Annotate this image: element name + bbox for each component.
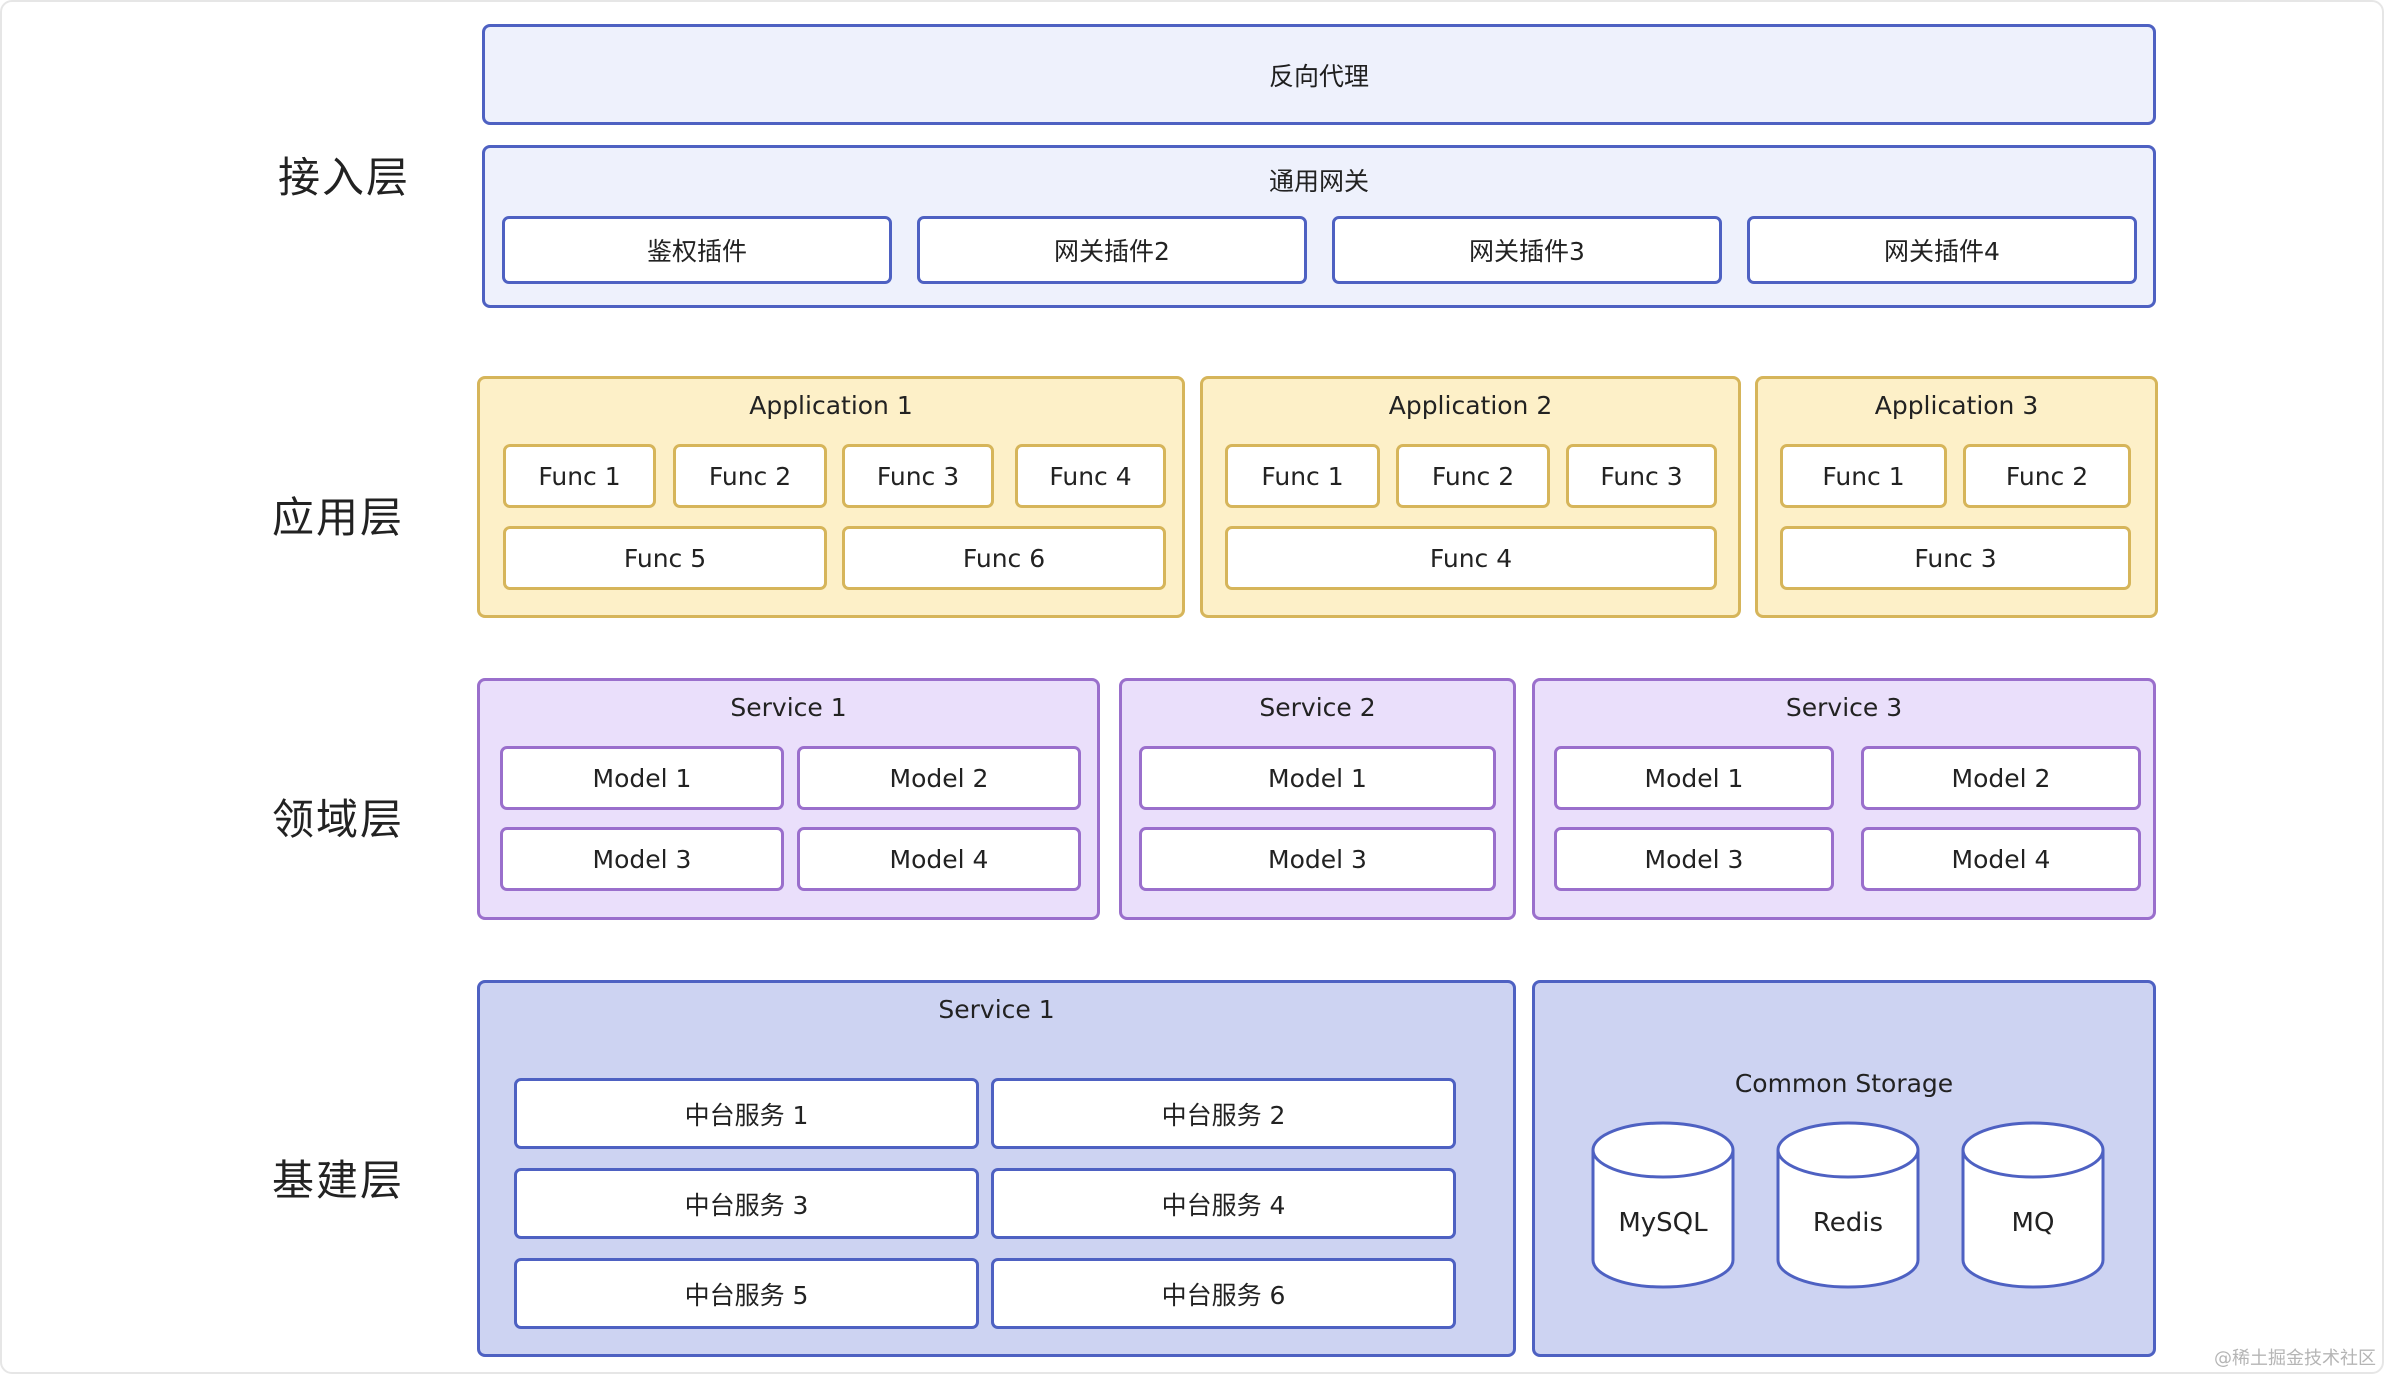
middle-platform-service: 中台服务 3: [514, 1168, 979, 1239]
model-box: Model 2: [1861, 746, 2141, 810]
storage-label: MySQL: [1618, 1208, 1708, 1238]
layer-label-domain: 领域层: [272, 795, 405, 844]
application-title: Application 1: [749, 391, 913, 420]
func-box: Func 1: [1780, 444, 1947, 508]
gateway-plugin: 鉴权插件: [502, 216, 892, 284]
func-box: Func 1: [503, 444, 656, 508]
common-storage-title: Common Storage: [1734, 1069, 1954, 1098]
layer-label-application: 应用层: [272, 493, 405, 542]
infra-service-title: Service 1: [938, 995, 1055, 1024]
database-icon: [1961, 1121, 2105, 1289]
model-box: Model 3: [1554, 827, 1834, 891]
func-box: Func 3: [1566, 444, 1717, 508]
gateway-plugin: 网关插件4: [1747, 216, 2137, 284]
func-box: Func 2: [673, 444, 827, 508]
layer-label-infra: 基建层: [272, 1156, 405, 1205]
middle-platform-service: 中台服务 2: [991, 1078, 1456, 1149]
func-box: Func 2: [1963, 444, 2131, 508]
model-box: Model 4: [797, 827, 1081, 891]
database-icon: [1776, 1121, 1920, 1289]
middle-platform-service: 中台服务 6: [991, 1258, 1456, 1329]
database-icon: [1591, 1121, 1735, 1289]
func-box: Func 4: [1015, 444, 1166, 508]
storage-label: MQ: [2011, 1208, 2055, 1238]
gateway-title: 通用网关: [1268, 167, 1369, 196]
layer-label-access: 接入层: [278, 153, 411, 202]
model-box: Model 3: [1139, 827, 1496, 891]
storage-label: Redis: [1812, 1208, 1884, 1238]
application-title: Application 2: [1388, 391, 1553, 420]
middle-platform-service: 中台服务 1: [514, 1078, 979, 1149]
watermark: @稀土掘金技术社区: [2214, 1348, 2376, 1369]
func-box: Func 6: [842, 526, 1166, 590]
func-box: Func 2: [1396, 444, 1550, 508]
func-box: Func 3: [1780, 526, 2131, 590]
model-box: Model 3: [500, 827, 784, 891]
reverse-proxy: 反向代理: [482, 24, 2156, 125]
gateway-plugin: 网关插件3: [1332, 216, 1722, 284]
middle-platform-service: 中台服务 4: [991, 1168, 1456, 1239]
service-title: Service 3: [1785, 693, 1903, 722]
database-cylinder-mysql: MySQL: [1590, 1120, 1736, 1290]
model-box: Model 4: [1861, 827, 2141, 891]
application-title: Application 3: [1874, 391, 2039, 420]
model-box: Model 2: [797, 746, 1081, 810]
middle-platform-service: 中台服务 5: [514, 1258, 979, 1329]
model-box: Model 1: [500, 746, 784, 810]
service-title: Service 1: [730, 693, 847, 722]
service-title: Service 2: [1259, 693, 1376, 722]
model-box: Model 1: [1139, 746, 1496, 810]
model-box: Model 1: [1554, 746, 1834, 810]
gateway-plugin: 网关插件2: [917, 216, 1307, 284]
func-box: Func 4: [1225, 526, 1717, 590]
func-box: Func 5: [503, 526, 827, 590]
func-box: Func 3: [842, 444, 994, 508]
func-box: Func 1: [1225, 444, 1380, 508]
database-cylinder-redis: Redis: [1775, 1120, 1921, 1290]
database-cylinder-mq: MQ: [1960, 1120, 2106, 1290]
